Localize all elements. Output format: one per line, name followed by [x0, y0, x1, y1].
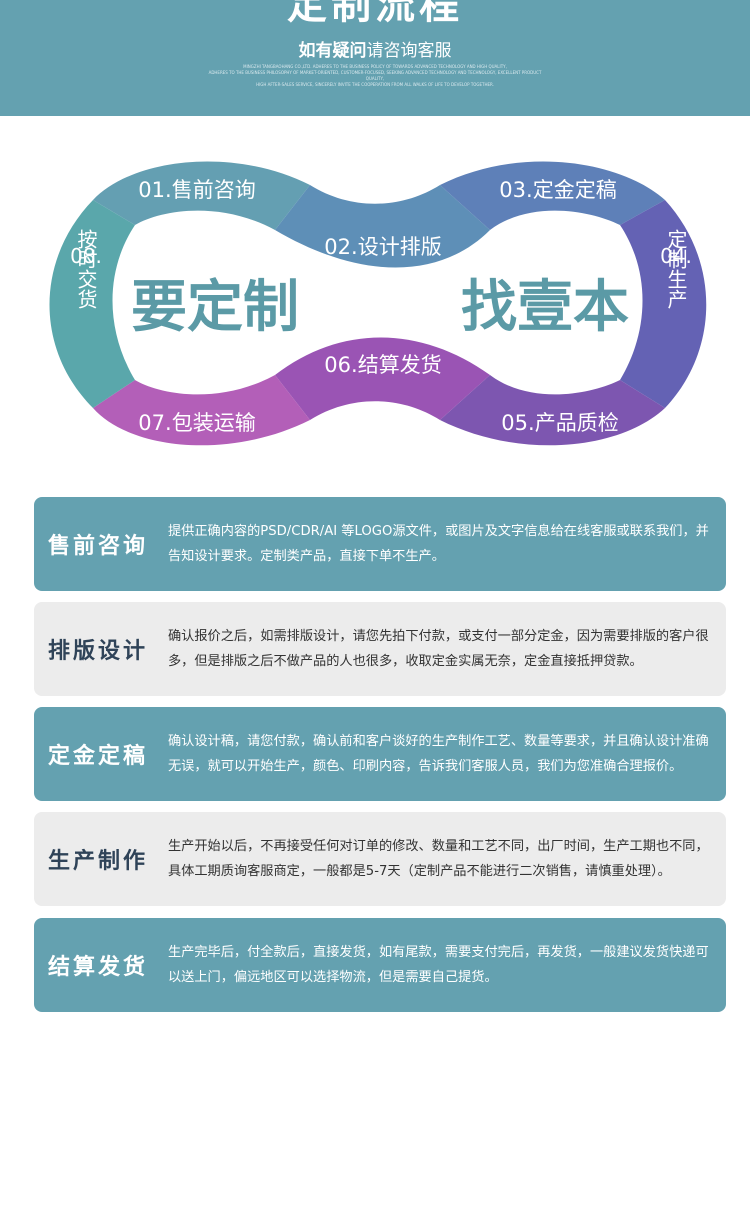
step-01-segment — [93, 161, 310, 230]
subtitle-rest: 请咨询客服 — [366, 41, 452, 61]
step-03-segment — [440, 161, 665, 230]
step-08-segment — [49, 200, 135, 408]
card-text: 确认设计稿，请您付款，确认前和客户谈好的生产制作工艺、数量等要求，并且确认设计准… — [168, 734, 709, 774]
english-line: HIGH AFTER-SALES SERVICE, SINCERELY INVI… — [256, 82, 494, 87]
step-05-segment — [440, 375, 665, 446]
step-02-segment — [275, 185, 490, 268]
step-07-segment — [93, 375, 310, 446]
step-04-vertical-label: 定制生产 — [664, 229, 688, 309]
step-08-vertical-label: 按时交货 — [74, 229, 98, 309]
info-card-settlement: 结算发货 生产完毕后，付全款后，直接发货，如有尾款，需要支付完后，再发货，一般建… — [34, 918, 726, 1012]
center-text-right: 找壹本 — [461, 274, 629, 340]
card-title: 结算发货 — [48, 955, 149, 980]
process-flow-diagram: 要定制 找壹本 01.售前咨询 02.设计排版 03.定金定稿 05.产品质检 … — [49, 161, 707, 446]
card-title: 排版设计 — [48, 639, 149, 664]
card-text: 提供正确内容的PSD/CDR/AI 等LOGO源文件，或图片及文字信息给在线客服… — [168, 524, 709, 564]
card-title: 售前咨询 — [48, 534, 149, 559]
page-title: 定制流程 — [287, 0, 463, 28]
step-04-number: 04. — [660, 244, 692, 268]
card-title: 定金定稿 — [48, 744, 149, 769]
step-06-segment — [275, 337, 490, 420]
english-line: ADHERES TO THE BUSINESS PHILOSOPHY OF MA… — [208, 70, 542, 81]
english-description: MINGZHI TANGBAOHANG CO.,LTD. ADHERES TO … — [200, 64, 550, 88]
card-text: 生产完毕后，付全款后，直接发货，如有尾款，需要支付完后，再发货，一般建议发货快递… — [168, 945, 709, 985]
center-text-left: 要定制 — [131, 274, 299, 340]
step-05-label: 05.产品质检 — [501, 411, 618, 435]
page-subtitle: 如有疑问请咨询客服 — [0, 36, 750, 61]
card-title: 生产制作 — [48, 849, 149, 874]
info-card-design: 排版设计 确认报价之后，如需排版设计，请您先拍下付款，或支付一部分定金，因为需要… — [34, 602, 726, 696]
step-02-label: 02.设计排版 — [324, 235, 441, 259]
step-07-label: 07.包装运输 — [138, 411, 255, 435]
step-04-segment — [620, 200, 707, 408]
subtitle-bold: 如有疑问 — [298, 41, 367, 61]
header-banner: 定制流程 如有疑问请咨询客服 MINGZHI TANGBAOHANG CO.,L… — [0, 0, 750, 116]
info-card-production: 生产制作 生产开始以后，不再接受任何对订单的修改、数量和工艺不同，出厂时间，生产… — [34, 812, 726, 906]
info-card-deposit: 定金定稿 确认设计稿，请您付款，确认前和客户谈好的生产制作工艺、数量等要求，并且… — [34, 707, 726, 801]
english-line: MINGZHI TANGBAOHANG CO.,LTD. ADHERES TO … — [243, 64, 507, 69]
step-08-number: 08. — [70, 244, 102, 268]
card-text: 确认报价之后，如需排版设计，请您先拍下付款，或支付一部分定金，因为需要排版的客户… — [168, 629, 709, 669]
step-06-label: 06.结算发货 — [324, 353, 441, 377]
step-03-label: 03.定金定稿 — [499, 178, 616, 202]
step-01-label: 01.售前咨询 — [138, 178, 255, 202]
info-card-presale: 售前咨询 提供正确内容的PSD/CDR/AI 等LOGO源文件，或图片及文字信息… — [34, 497, 726, 591]
card-text: 生产开始以后，不再接受任何对订单的修改、数量和工艺不同，出厂时间，生产工期也不同… — [168, 839, 709, 879]
